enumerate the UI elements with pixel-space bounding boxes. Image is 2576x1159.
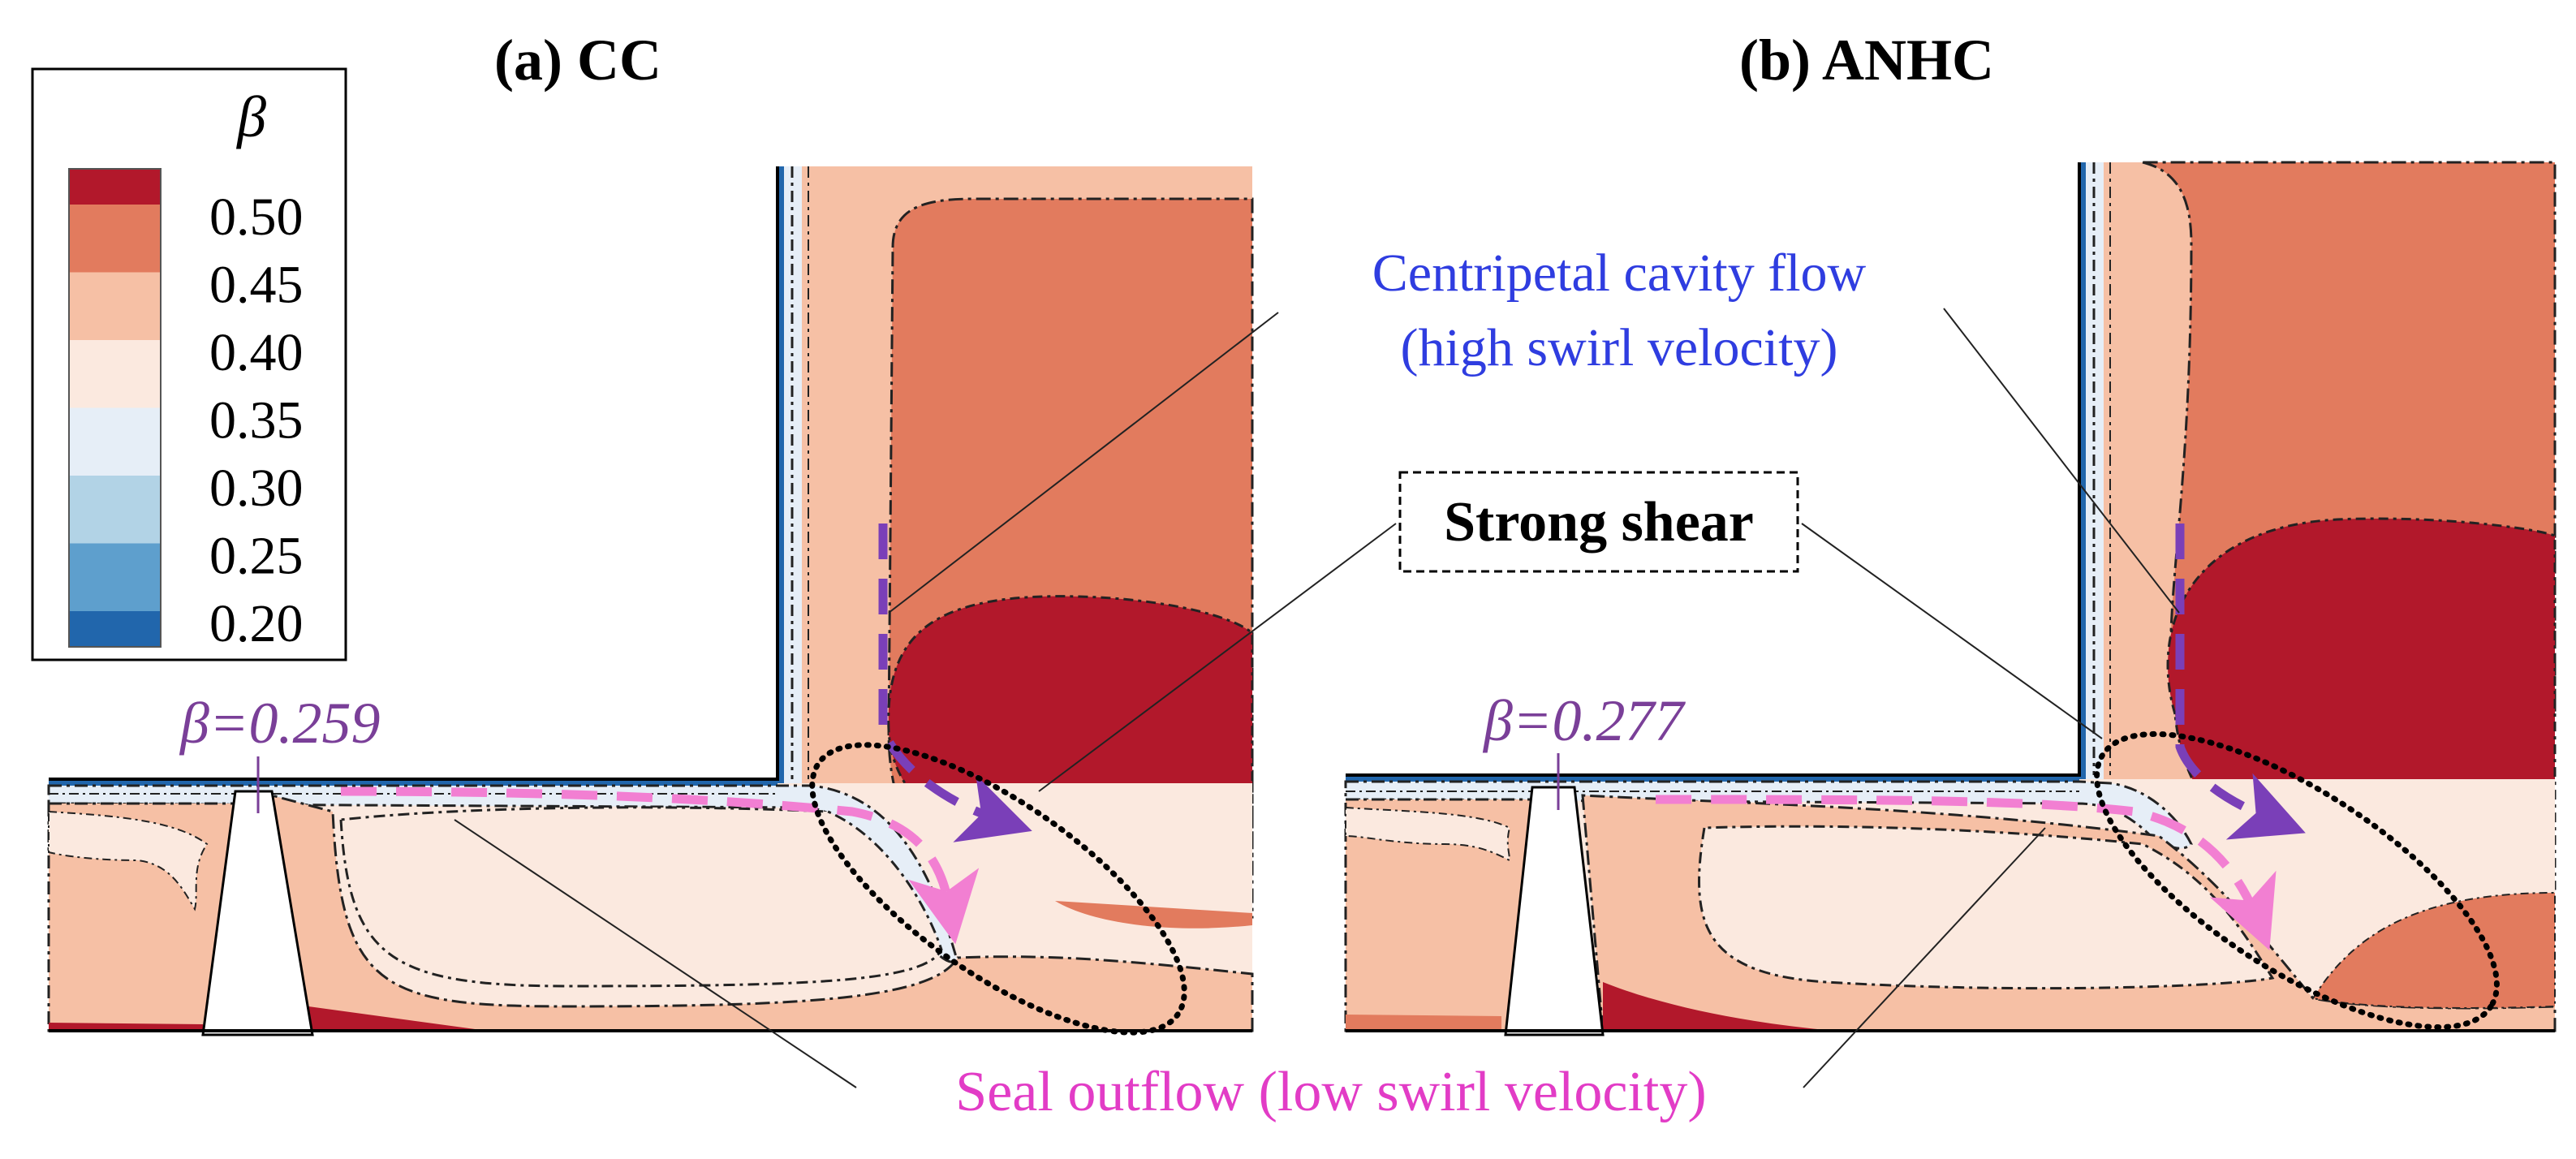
contour-left-a-lobe [48,810,209,911]
contour-bottom-red-b-2 [1346,1015,1501,1031]
legend-symbol: β [235,84,266,149]
panel-b-contour [1344,161,2557,1036]
legend-label: 0.25 [209,527,304,586]
legend-swatches [68,168,162,648]
leader-seal-a [454,819,857,1088]
contour-bottom-red-b [1603,982,1834,1031]
legend-label: 0.45 [209,256,304,315]
legend: β 0.50 0.45 0.40 0.35 0.30 0.25 0.20 [31,67,347,661]
contour-left-b-lobe [1345,806,1511,862]
legend-colorbar-frame [68,168,162,648]
legend-swatch [69,543,161,611]
centripetal-arrow-b [2175,523,2306,840]
beta-label-a: β=0.259 [179,691,380,756]
leader-shear-b [1801,523,2103,739]
contour-bottom-red-a-3 [1055,901,1252,928]
beta-marker-a: β=0.259 [179,691,380,813]
leader-seal-b [1803,827,2046,1088]
contour-040-b-inner [1698,825,2275,990]
leader-shear-a [1038,523,1397,792]
strong-shear-label: Strong shear [1444,491,1754,554]
channel-top-wall-b [1346,775,2079,782]
seal-tooth-a [201,790,314,1036]
leader-centripetal-a [888,312,1279,614]
legend-swatch [69,476,161,544]
cavity-wall [778,166,784,783]
legend-label: 0.20 [209,594,304,653]
legend-swatch [69,205,161,273]
legend-swatch [69,407,161,476]
legend-label: 0.30 [209,459,304,518]
beta-label-b: β=0.277 [1482,688,1686,753]
centripetal-arrow-a [878,523,1032,842]
seal-outflow-arrow-a [340,786,980,945]
leader-centripetal-b [1943,308,2180,614]
leader-lines [454,308,2180,1088]
panel-b-outline [1346,162,2555,1032]
panel-b-title: (b) ANHC [1739,28,1994,93]
cavity-wall-b [2079,162,2086,779]
legend-label: 0.50 [209,187,304,247]
seal-tooth-b [1504,786,1605,1036]
shear-ellipse-a [809,742,1187,1036]
legend-label: 0.35 [209,391,304,450]
contour-045-b-bottom [2311,891,2556,1009]
contour-040-a [270,794,1254,1032]
contour-040-a-inner [339,806,943,988]
beta-marker-b: β=0.277 [1482,688,1686,810]
legend-swatch-cap [69,169,161,205]
flow-arrows-a [340,523,1032,945]
strong-shear-box [1398,471,1799,573]
legend-swatch [69,272,161,340]
panel-a-outline [49,166,1252,1032]
legend-label: 0.40 [209,323,304,382]
seal-outflow-arrow-b [1655,795,2277,950]
seal-outflow-label: Seal outflow (low swirl velocity) [955,1061,1706,1123]
contour-bottom-red-a-2 [49,1023,203,1031]
contour-bottom-red-a [308,1006,487,1031]
panel-a-contour [47,166,1254,1036]
centripetal-label-line1: Centripetal cavity flow [1372,243,1867,303]
legend-labels: 0.50 0.45 0.40 0.35 0.30 0.25 0.20 [209,187,304,653]
flow-arrows-b [1655,523,2306,950]
legend-swatch [69,611,161,647]
centripetal-label-line2: (high swirl velocity) [1401,318,1838,377]
shear-ellipse-b [2094,730,2500,1031]
panel-a-title: (a) CC [494,28,661,93]
legend-swatch [69,340,161,408]
channel-top-wall [49,779,778,786]
